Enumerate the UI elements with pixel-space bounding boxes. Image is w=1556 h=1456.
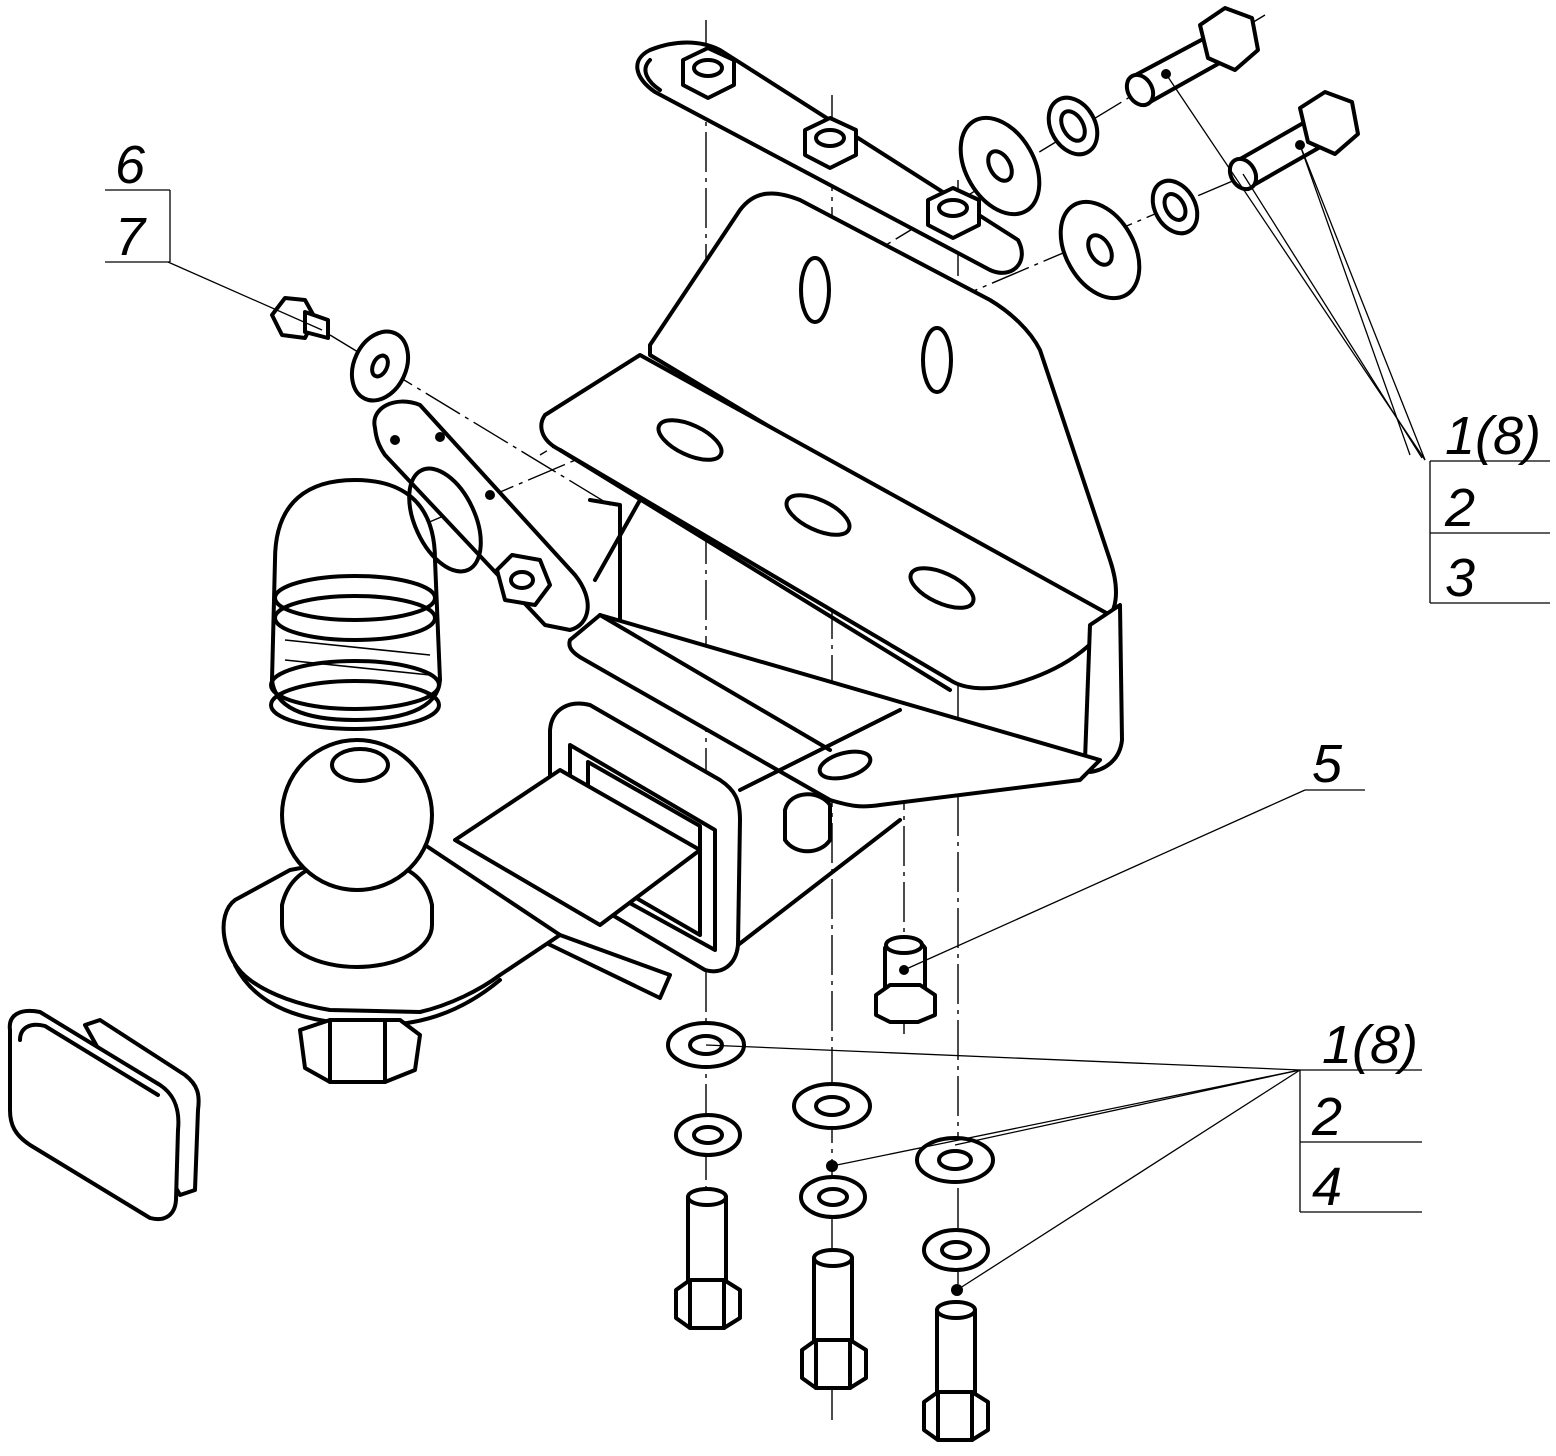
callout-top-left: 6 7: [105, 135, 171, 267]
flat-washer: [958, 115, 1042, 217]
flat-washer: [1058, 199, 1142, 301]
callout-label-2: 2: [1444, 478, 1475, 538]
square-plug-icon: [7, 1009, 181, 1221]
hex-bolt: [674, 1187, 742, 1330]
spring-washer: [799, 1175, 867, 1219]
callout-label-1-8: 1(8): [1445, 406, 1541, 466]
small-washer: [349, 329, 411, 403]
callout-label-6: 6: [115, 135, 146, 195]
callout-label-4: 4: [1312, 1157, 1342, 1217]
callout-label-3: 3: [1445, 548, 1475, 608]
hex-nut: [926, 186, 981, 240]
flat-washer: [915, 1136, 995, 1184]
hex-nut: [681, 46, 736, 100]
leader-lines: [167, 73, 1426, 1296]
spring-washer: [922, 1228, 990, 1272]
hex-bolt: [922, 1300, 990, 1442]
upper-bolt: [1124, 6, 1260, 108]
cylindrical-cap-icon: [270, 478, 442, 722]
spring-washer: [1046, 95, 1100, 157]
pin-bolt: [874, 935, 937, 1024]
callout-label-5: 5: [1312, 734, 1343, 794]
callout-label-1-8: 1(8): [1322, 1015, 1418, 1075]
hex-bolt: [800, 1248, 868, 1390]
hitch-plug: [7, 1009, 201, 1221]
callout-bottom-right: 1(8) 2 4: [1299, 1015, 1422, 1217]
flat-washer: [792, 1082, 872, 1130]
small-bolt: [270, 296, 330, 340]
callout-mid-right: 5: [1305, 734, 1365, 794]
sphere-icon: [280, 738, 434, 892]
callout-label-2: 2: [1311, 1087, 1342, 1147]
callout-label-7: 7: [115, 207, 147, 267]
hex-nut: [803, 116, 858, 170]
spring-washer: [1150, 178, 1200, 236]
ball-cover: [269, 478, 442, 731]
nut-plate: [635, 40, 1024, 275]
callout-top-right: 1(8) 2 3: [1429, 406, 1550, 608]
lower-bolt: [1227, 90, 1360, 192]
main-bracket: [539, 191, 1124, 854]
tow-ball: [280, 738, 434, 969]
side-link-plate: [372, 399, 590, 632]
spring-washer: [674, 1113, 742, 1157]
